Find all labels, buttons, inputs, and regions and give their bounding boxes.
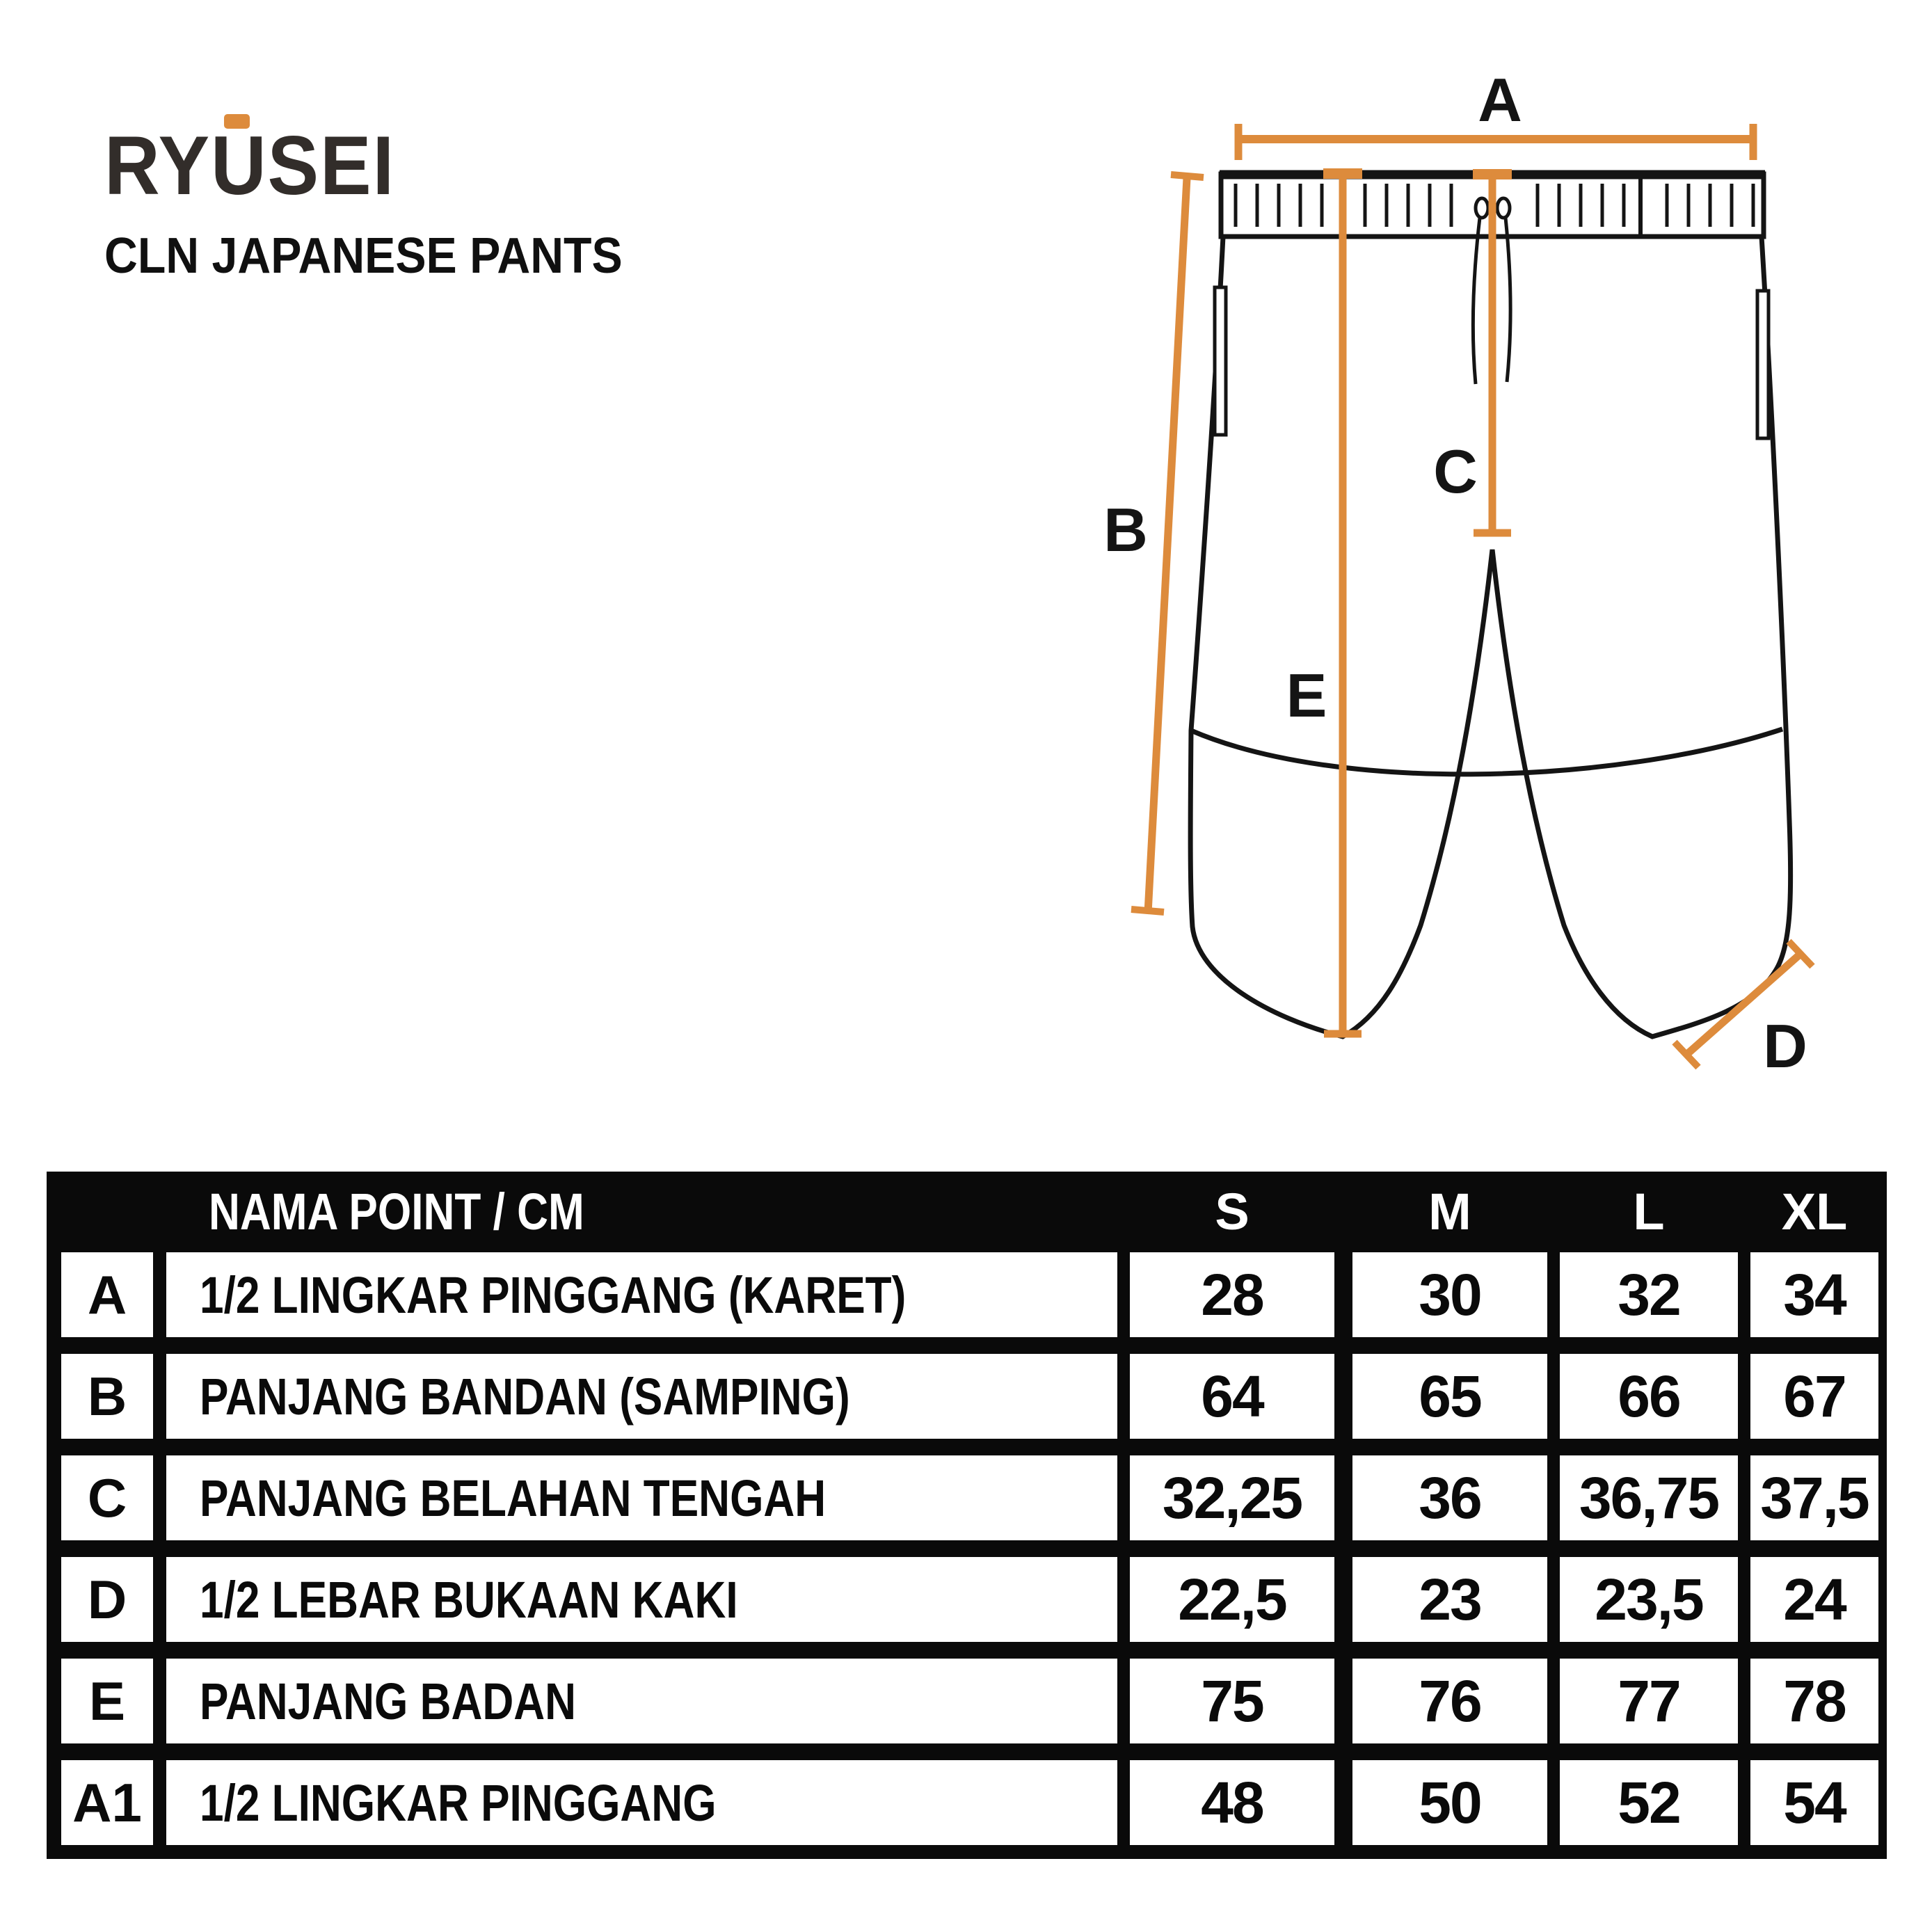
row-code: A xyxy=(61,1252,153,1337)
value-cell-m: 65 xyxy=(1352,1354,1547,1439)
product-name: CLN JAPANESE PANTS xyxy=(104,228,623,284)
pocket-left xyxy=(1213,285,1228,437)
value-cell-m: 76 xyxy=(1352,1659,1547,1743)
value-cell-s: 48 xyxy=(1130,1760,1334,1845)
dim-label-d: D xyxy=(1763,1012,1807,1080)
value-cell-xl: 67 xyxy=(1750,1354,1878,1439)
value-cell-s: 22,5 xyxy=(1130,1557,1334,1642)
row-name: 1/2 LEBAR BUKAAN KAKI xyxy=(166,1557,1117,1642)
size-table: NAMA POINT / CM S M L XL A 1/2 LINGKAR P… xyxy=(47,1172,1887,1859)
value-cell-l: 36,75 xyxy=(1560,1455,1738,1540)
value-cell-s: 64 xyxy=(1130,1354,1334,1439)
value-cell-s: 32,25 xyxy=(1130,1455,1334,1540)
value-cell-xl: 24 xyxy=(1750,1557,1878,1642)
row-code: B xyxy=(61,1354,153,1439)
dim-label-e: E xyxy=(1286,661,1327,730)
pocket-right xyxy=(1755,289,1771,440)
row-code: E xyxy=(61,1659,153,1743)
row-name: 1/2 LINGKAR PINGGANG (KARET) xyxy=(166,1252,1117,1337)
pants-diagram: A B C E D xyxy=(1103,65,1815,1080)
row-name: PANJANG BELAHAN TENGAH xyxy=(166,1455,1117,1540)
value-cell-l: 77 xyxy=(1560,1659,1738,1743)
value-cell-xl: 34 xyxy=(1750,1252,1878,1337)
value-cell-xl: 37,5 xyxy=(1750,1455,1878,1540)
value-cell-s: 75 xyxy=(1130,1659,1334,1743)
drawstring xyxy=(1471,196,1512,385)
header-size-l: L xyxy=(1633,1182,1665,1240)
header-name-col: NAMA POINT / CM xyxy=(209,1182,584,1240)
row-code: C xyxy=(61,1455,153,1540)
dim-line-a xyxy=(1234,124,1757,160)
dim-line-e xyxy=(1323,168,1362,1038)
table-row: A1 1/2 LINGKAR PINGGANG 48 50 52 54 xyxy=(47,1760,1887,1845)
knee-seam xyxy=(1190,726,1784,777)
header-size-m: M xyxy=(1428,1182,1471,1240)
table-row: B PANJANG BANDAN (SAMPING) 64 65 66 67 xyxy=(47,1354,1887,1439)
dim-label-b: B xyxy=(1103,495,1148,564)
dim-label-c: C xyxy=(1433,437,1478,506)
dim-line-d xyxy=(1672,939,1815,1070)
row-name: 1/2 LINGKAR PINGGANG xyxy=(166,1760,1117,1845)
table-row: A 1/2 LINGKAR PINGGANG (KARET) 28 30 32 … xyxy=(47,1252,1887,1337)
row-name: PANJANG BADAN xyxy=(166,1659,1117,1743)
value-cell-s: 28 xyxy=(1130,1252,1334,1337)
header-size-xl: XL xyxy=(1781,1182,1848,1240)
value-cell-xl: 78 xyxy=(1750,1659,1878,1743)
value-cell-l: 52 xyxy=(1560,1760,1738,1845)
value-cell-m: 50 xyxy=(1352,1760,1547,1845)
row-name: PANJANG BANDAN (SAMPING) xyxy=(166,1354,1117,1439)
value-cell-l: 66 xyxy=(1560,1354,1738,1439)
value-cell-m: 23 xyxy=(1352,1557,1547,1642)
table-row: D 1/2 LEBAR BUKAAN KAKI 22,5 23 23,5 24 xyxy=(47,1557,1887,1642)
table-row: C PANJANG BELAHAN TENGAH 32,25 36 36,75 … xyxy=(47,1455,1887,1540)
dim-label-a: A xyxy=(1478,65,1522,134)
header-size-s: S xyxy=(1215,1182,1250,1240)
table-row: E PANJANG BADAN 75 76 77 78 xyxy=(47,1659,1887,1743)
value-cell-l: 23,5 xyxy=(1560,1557,1738,1642)
row-code: D xyxy=(61,1557,153,1642)
brand-logo-text: RYUSEI xyxy=(104,119,395,212)
logo-macron-accent xyxy=(224,114,250,129)
dim-line-b xyxy=(1131,171,1204,916)
value-cell-m: 30 xyxy=(1352,1252,1547,1337)
dim-line-c xyxy=(1473,169,1512,537)
value-cell-m: 36 xyxy=(1352,1455,1547,1540)
value-cell-l: 32 xyxy=(1560,1252,1738,1337)
value-cell-xl: 54 xyxy=(1750,1760,1878,1845)
row-code: A1 xyxy=(61,1760,153,1845)
